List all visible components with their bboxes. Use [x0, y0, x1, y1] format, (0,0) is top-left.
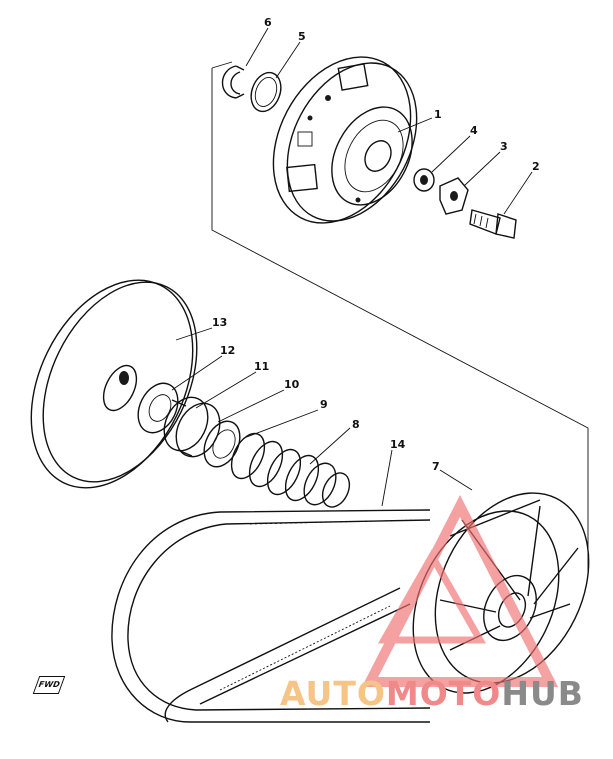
- plate-washer-3: [439, 177, 469, 215]
- leader-lines: [171, 27, 533, 507]
- callout-14: 14: [390, 438, 406, 451]
- callout-9: 9: [320, 398, 328, 411]
- v-belt-14: [111, 509, 431, 723]
- circlip-6: [221, 65, 245, 99]
- callout-10: 10: [284, 378, 300, 391]
- spring-seat-10: [203, 420, 241, 468]
- watermark-logo-triangle: [361, 495, 559, 687]
- watermark-text: AUTOMOTOHUB: [280, 674, 584, 713]
- watermark-part-moto: MOTO: [385, 674, 502, 713]
- callout-3: 3: [500, 140, 508, 153]
- callout-4: 4: [470, 124, 478, 137]
- callout-6: 6: [264, 16, 272, 29]
- watermark-part-hub: HUB: [501, 674, 584, 713]
- bolt-2: [469, 209, 517, 239]
- callout-11: 11: [254, 360, 269, 373]
- sliding-sheave-13: [30, 279, 198, 489]
- compression-spring-8: [230, 432, 351, 508]
- callout-5: 5: [298, 30, 306, 43]
- bearing-11: [163, 396, 221, 458]
- washer-4: [413, 168, 435, 192]
- primary-sheave-1: [272, 56, 418, 224]
- ring-5: [250, 71, 282, 113]
- callout-12: 12: [220, 344, 235, 357]
- callout-2: 2: [532, 160, 540, 173]
- callout-8: 8: [352, 418, 360, 431]
- watermark-part-auto: AUTO: [280, 674, 386, 713]
- callout-labels: 6 5 1 4 3 2 13 12 11 10 9 8 14 7: [212, 16, 540, 473]
- assembly-frame-lines: [211, 61, 589, 575]
- callout-1: 1: [434, 108, 442, 121]
- callout-13: 13: [212, 316, 227, 329]
- callout-7: 7: [432, 460, 440, 473]
